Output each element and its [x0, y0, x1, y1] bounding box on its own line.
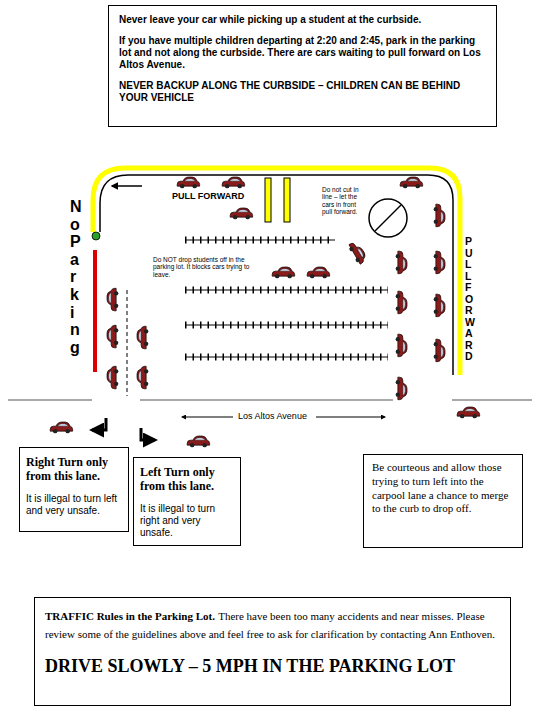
callout-note: Do not cut in line – let the cars in fro…	[322, 186, 366, 216]
car	[137, 326, 148, 349]
instruction-box: Never leave your car while picking up a …	[108, 5, 497, 127]
yellow-post	[265, 178, 271, 222]
car	[396, 291, 407, 314]
car	[434, 339, 445, 362]
parking-line	[185, 240, 335, 241]
car	[272, 267, 295, 278]
car	[187, 436, 210, 447]
car	[107, 288, 118, 311]
lane-instruction: PULL FORWARD	[172, 191, 244, 201]
turn-arrow	[141, 428, 155, 440]
note-heading: Left Turn only from this lane.	[140, 465, 234, 494]
lane-note-box: Left Turn only from this lane. It is ille…	[133, 457, 241, 546]
note-heading: Be courteous and allow those trying to t…	[372, 461, 514, 516]
parking-ticks	[185, 237, 335, 244]
car	[400, 177, 423, 188]
rules-box: TRAFFIC Rules in the Parking Lot.There h…	[34, 597, 511, 706]
note-text: It is illegal to turn left and very unsa…	[26, 493, 122, 517]
lane-note-box: Right Turn only from this lane. It is ill…	[19, 447, 129, 532]
car	[222, 177, 245, 188]
car	[396, 334, 407, 357]
street-name: Los Altos Avenue	[238, 411, 307, 421]
car	[434, 204, 445, 227]
street-edge	[452, 399, 532, 400]
street-arrow	[182, 417, 233, 418]
car	[50, 422, 72, 433]
street-edge	[140, 399, 393, 400]
note-heading: Never leave your car while picking up a …	[119, 14, 486, 26]
red-curb	[93, 250, 97, 372]
no-entry-circle	[369, 199, 407, 237]
car	[107, 325, 118, 348]
curb-sign-text: PULL FORWARD	[465, 236, 472, 363]
no-entry-slash	[375, 205, 401, 231]
car	[434, 294, 445, 317]
car	[137, 366, 148, 389]
parking-ticks	[185, 287, 388, 294]
parking-line	[185, 325, 388, 326]
note-text: It is illegal to turn right and very uns…	[140, 503, 234, 539]
curb-edge	[100, 175, 453, 375]
lane-divider	[127, 290, 128, 396]
car	[107, 366, 118, 389]
yellow-curb	[93, 168, 460, 375]
street-edge	[8, 399, 92, 400]
car	[434, 251, 445, 273]
note-text: NEVER BACKUP ALONG THE CURBSIDE – CHILDR…	[119, 80, 486, 104]
car	[396, 377, 407, 400]
note-text: If you have multiple children departing …	[119, 35, 486, 71]
car	[457, 407, 480, 418]
parking-ticks	[185, 322, 388, 329]
cars	[50, 177, 480, 447]
car	[177, 177, 200, 188]
turn-arrow	[92, 418, 106, 430]
note-heading: TRAFFIC Rules in the Parking Lot.	[45, 610, 215, 622]
flow-arrow	[112, 185, 142, 187]
green-dot	[92, 232, 100, 240]
parking-ticks	[185, 354, 388, 361]
courtesy-note-box: Be courteous and allow those trying to t…	[363, 454, 523, 548]
car	[396, 251, 407, 273]
car	[230, 208, 253, 219]
parking-line	[185, 357, 388, 358]
note-text: DRIVE SLOWLY – 5 MPH IN THE PARKING LOT	[45, 656, 500, 678]
car	[347, 240, 368, 265]
callout-note: Do NOT drop students off in the parking …	[153, 256, 267, 278]
street-arrow	[316, 417, 385, 418]
car	[307, 267, 330, 278]
yellow-post	[284, 178, 290, 222]
note-heading: Right Turn only from this lane.	[26, 455, 122, 484]
parking-line	[185, 290, 388, 291]
curb-sign-text: No Parking	[70, 198, 80, 356]
